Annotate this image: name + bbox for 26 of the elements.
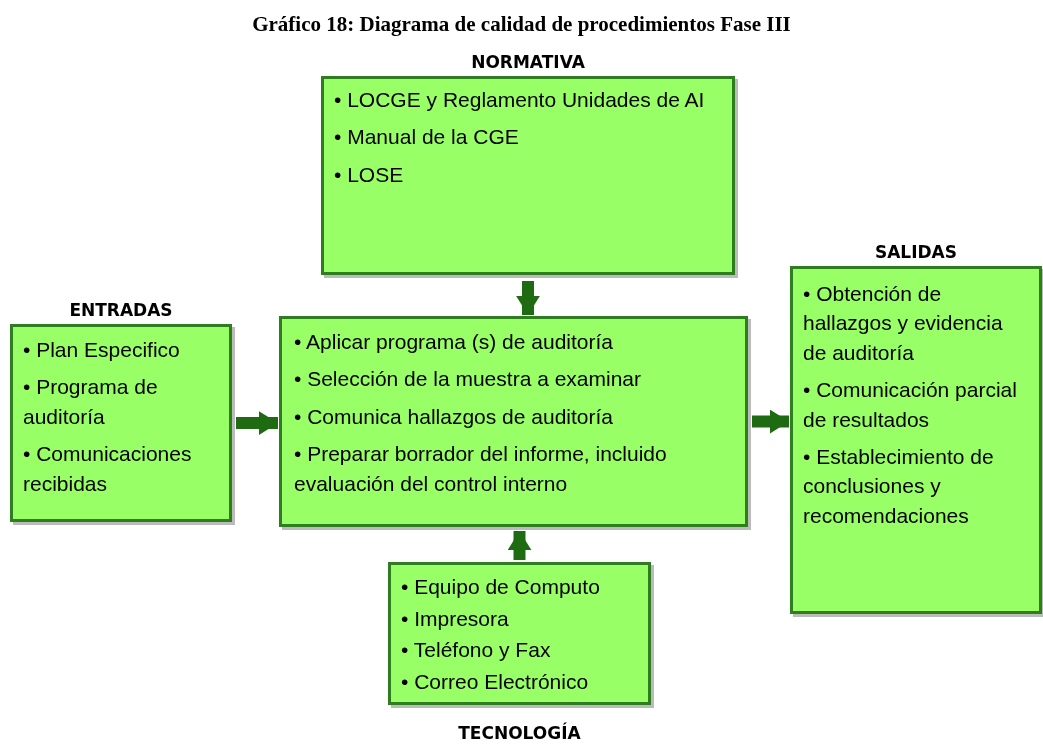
diagram-title: Gráfico 18: Diagrama de calidad de procedimientos Fase III <box>251 12 792 37</box>
list-item: • Selección de la muestra a examinar <box>294 366 643 393</box>
block-arrow <box>236 411 278 435</box>
block-arrow <box>752 409 789 434</box>
section-heading: NORMATIVA <box>470 52 586 72</box>
list-item: • Equipo de Computo <box>401 574 601 600</box>
list-item: • Preparar borrador del informe, incluido evaluación del control interno <box>294 441 668 497</box>
block-arrow <box>516 281 540 315</box>
list-item: • Teléfono y Fax <box>401 637 552 663</box>
section-heading: ENTRADAS <box>68 300 174 320</box>
section-heading: SALIDAS <box>873 242 959 262</box>
list-item: • Impresora <box>401 605 510 632</box>
list-item: • Obtención de hallazgos y evidencia de auditoría <box>803 281 1004 366</box>
list-item: • Manual de la CGE <box>334 124 520 151</box>
list-item: • Comunica hallazgos de auditoría <box>294 403 615 430</box>
list-item: • LOCGE y Reglamento Unidades de AI <box>334 87 706 113</box>
list-item: • Comunicaciones recibidas <box>23 441 193 497</box>
list-item: • Establecimiento de conclusiones y recomendaciones <box>803 443 995 529</box>
list-item: • Plan Especifico <box>23 337 181 363</box>
section-heading: TECNOLOGÍA <box>457 723 582 743</box>
list-item: • Comunicación parcial de resultados <box>803 377 1018 433</box>
list-item: • LOSE <box>334 161 405 188</box>
list-item: • Aplicar programa (s) de auditoría <box>294 329 614 355</box>
list-item: • Programa de auditoría <box>23 374 159 430</box>
list-item: • Correo Electrónico <box>401 668 590 695</box>
block-arrow <box>507 531 532 560</box>
